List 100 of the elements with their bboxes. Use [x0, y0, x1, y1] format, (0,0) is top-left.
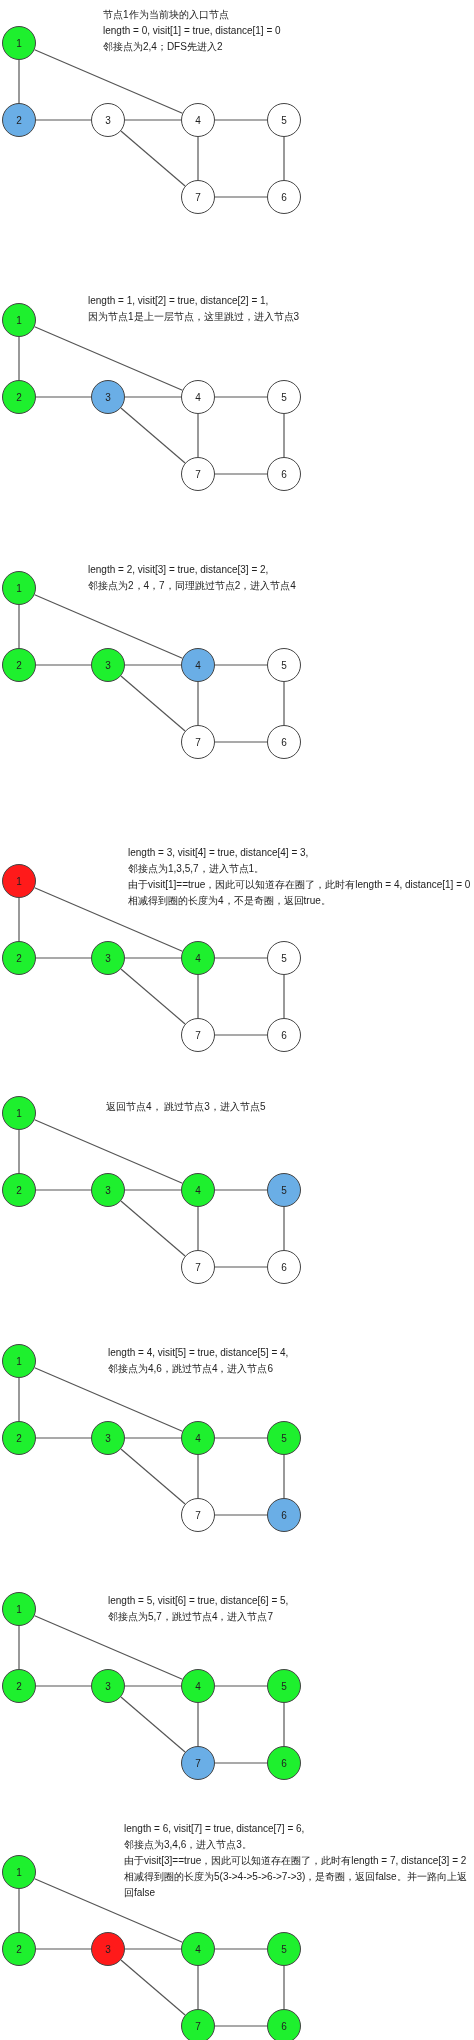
graph-edge	[214, 1685, 268, 1687]
vertex-circle: 6	[267, 2009, 301, 2040]
graph-edge	[283, 1206, 285, 1251]
graph-edge	[283, 136, 285, 181]
vertex-circle: 7	[181, 1018, 215, 1052]
vertex-circle: 3	[91, 941, 125, 975]
graph-edge	[120, 1959, 186, 2016]
graph-edge	[35, 396, 92, 398]
graph-edge	[120, 1200, 186, 1257]
vertex-circle: 2	[2, 941, 36, 975]
graph-edge	[35, 664, 92, 666]
graph-edge	[124, 664, 182, 666]
vertex-circle: 2	[2, 380, 36, 414]
graph-edge	[124, 1189, 182, 1191]
graph-edge	[197, 136, 199, 181]
graph-edge	[34, 1367, 183, 1432]
vertex-circle: 3	[91, 1421, 125, 1455]
vertex-circle: 3	[91, 1932, 125, 1966]
graph-edge	[35, 957, 92, 959]
vertex-circle: 2	[2, 103, 36, 137]
note-text: length = 1, visit[2] = true, distance[2] = 1,	[88, 294, 270, 308]
vertex-circle: 7	[181, 1746, 215, 1780]
note-text: length = 2, visit[3] = true, distance[3] = 2,	[88, 563, 270, 577]
note-text: 由于visit[3]==true，因此可以知道存在圈了，此时有length = 7, distance[3] = 2	[124, 1854, 468, 1868]
note-text: 邻接点为4,6，跳过节点4，进入节点6	[108, 1362, 275, 1376]
vertex-circle: 4	[181, 941, 215, 975]
note-text: 由于visit[1]==true，因此可以知道存在圈了，此时有length = 4, distance[1] = 0	[128, 878, 471, 892]
graph-edge	[124, 1948, 182, 1950]
graph-edge	[34, 326, 183, 391]
graph-edge	[34, 1615, 183, 1680]
vertex-circle: 4	[181, 1173, 215, 1207]
vertex-circle: 6	[267, 1018, 301, 1052]
vertex-circle: 3	[91, 380, 125, 414]
note-text: 邻接点为1,3,5,7，进入节点1。	[128, 862, 266, 876]
vertex-circle: 7	[181, 725, 215, 759]
graph-edge	[124, 957, 182, 959]
note-text: length = 0, visit[1] = true, distance[1] = 0	[103, 24, 282, 38]
vertex-circle: 1	[2, 1592, 36, 1626]
graph-edge	[197, 1454, 199, 1499]
graph-edge	[34, 1119, 183, 1184]
graph-edge	[214, 741, 268, 743]
graph-edge	[214, 957, 268, 959]
vertex-circle: 3	[91, 1669, 125, 1703]
graph-edge	[283, 974, 285, 1019]
vertex-circle: 3	[91, 648, 125, 682]
note-text: length = 5, visit[6] = true, distance[6] = 5,	[108, 1594, 290, 1608]
graph-edge	[197, 413, 199, 458]
graph-edge	[214, 396, 268, 398]
vertex-circle: 4	[181, 103, 215, 137]
graph-edge	[283, 413, 285, 458]
vertex-circle: 6	[267, 180, 301, 214]
vertex-circle: 6	[267, 1746, 301, 1780]
graph-edge	[214, 1034, 268, 1036]
vertex-circle: 4	[181, 1669, 215, 1703]
graph-edge	[18, 1129, 20, 1174]
note-text: length = 3, visit[4] = true, distance[4] = 3,	[128, 846, 310, 860]
vertex-circle: 2	[2, 1173, 36, 1207]
graph-edge	[214, 1189, 268, 1191]
vertex-circle: 4	[181, 1421, 215, 1455]
vertex-circle: 2	[2, 648, 36, 682]
note-text: 邻接点为5,7，跳过节点4，进入节点7	[108, 1610, 275, 1624]
graph-edge	[34, 594, 183, 659]
vertex-circle: 4	[181, 1932, 215, 1966]
graph-edge	[120, 675, 186, 732]
graph-edge	[283, 1702, 285, 1747]
graph-edge	[120, 130, 186, 187]
note-text: 相减得到圈的长度为4，不是奇圈，返回true。	[128, 894, 332, 908]
graph-edge	[18, 1625, 20, 1670]
vertex-circle: 3	[91, 103, 125, 137]
graph-edge	[283, 681, 285, 726]
vertex-circle: 1	[2, 1855, 36, 1889]
note-text: 邻接点为3,4,6，进入节点3。	[124, 1838, 253, 1852]
vertex-circle: 4	[181, 380, 215, 414]
vertex-circle: 6	[267, 1250, 301, 1284]
note-text: 邻接点为2，4，7，同理跳过节点2，进入节点4	[88, 579, 297, 593]
graph-edge	[214, 1514, 268, 1516]
graph-edge	[214, 1437, 268, 1439]
vertex-circle: 2	[2, 1421, 36, 1455]
graph-edge	[18, 1888, 20, 1933]
vertex-circle: 7	[181, 457, 215, 491]
graph-edge	[214, 664, 268, 666]
graph-edge	[214, 1948, 268, 1950]
graph-edge	[197, 1965, 199, 2010]
graph-edge	[18, 1377, 20, 1422]
vertex-circle: 5	[267, 1932, 301, 1966]
vertex-circle: 6	[267, 725, 301, 759]
graph-edge	[120, 1448, 186, 1505]
graph-edge	[18, 336, 20, 381]
graph-edge	[18, 897, 20, 942]
vertex-circle: 7	[181, 2009, 215, 2040]
vertex-circle: 4	[181, 648, 215, 682]
note-text: 节点1作为当前块的入口节点	[103, 8, 230, 22]
graph-edge	[120, 407, 186, 464]
graph-edge	[124, 1685, 182, 1687]
graph-edge	[35, 119, 92, 121]
note-text: 邻接点为2,4；DFS先进入2	[103, 40, 224, 54]
graph-edge	[214, 1266, 268, 1268]
note-text: 因为节点1是上一层节点，这里跳过，进入节点3	[88, 310, 301, 324]
graph-edge	[214, 473, 268, 475]
graph-edge	[197, 1206, 199, 1251]
